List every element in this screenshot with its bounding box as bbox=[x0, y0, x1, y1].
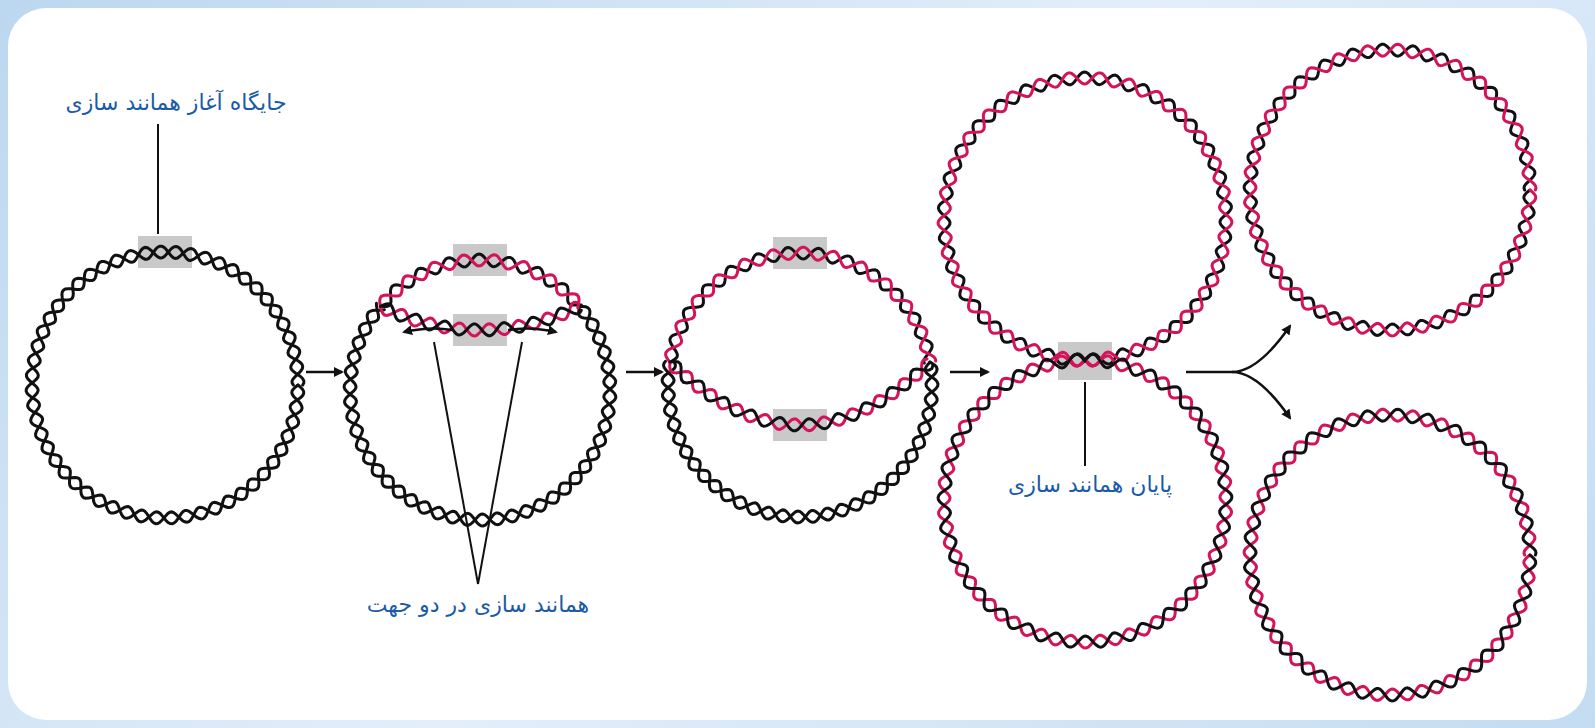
dna-strand bbox=[345, 306, 616, 525]
step-arrow bbox=[306, 371, 342, 374]
dna-strand bbox=[380, 254, 581, 307]
step-arrow bbox=[950, 371, 988, 374]
callout-label: پایان همانند سازی bbox=[1008, 470, 1172, 500]
split-arrow bbox=[1232, 372, 1290, 418]
dna-strand bbox=[1245, 409, 1537, 701]
split-arrow bbox=[1186, 326, 1290, 372]
callout-label: همانند سازی در دو جهت bbox=[367, 590, 589, 620]
dna-strand bbox=[380, 304, 581, 336]
dna-strand bbox=[670, 248, 932, 364]
leader-lines bbox=[158, 124, 1085, 584]
leader-line bbox=[1084, 382, 1086, 466]
leader-line bbox=[434, 342, 478, 584]
dna-strand bbox=[662, 362, 938, 523]
dna-strand bbox=[670, 359, 927, 431]
dna-strand bbox=[26, 247, 303, 524]
dna-strand bbox=[938, 354, 1232, 647]
leader-line bbox=[157, 124, 159, 234]
callout-label: جایگاه آغاز همانند سازی bbox=[65, 88, 286, 118]
direction-arrow bbox=[508, 328, 556, 332]
step-arrow bbox=[626, 371, 662, 374]
dna-strand bbox=[938, 73, 1232, 366]
dna-strand bbox=[26, 246, 304, 524]
dna-strand bbox=[1245, 44, 1537, 336]
dna-strand bbox=[663, 361, 938, 522]
leader-line bbox=[478, 342, 522, 584]
dna-strand bbox=[380, 302, 577, 336]
dna-strands bbox=[26, 44, 1536, 701]
dna-strand bbox=[670, 362, 933, 431]
direction-arrow bbox=[404, 328, 452, 332]
dna-strand bbox=[380, 255, 579, 308]
dna-strand bbox=[666, 247, 936, 362]
dna-strand bbox=[344, 303, 616, 526]
arrows bbox=[306, 326, 1290, 418]
